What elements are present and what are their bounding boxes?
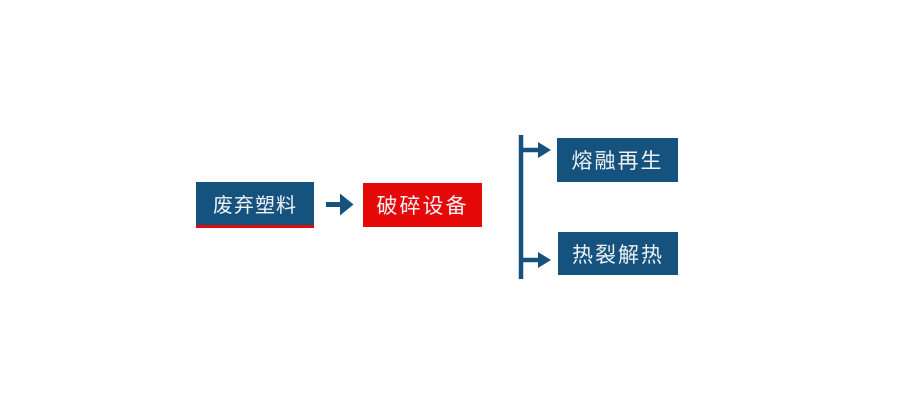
node-melt-regeneration-label: 熔融再生 (571, 150, 664, 173)
node-waste-plastic: 废弃塑料 (196, 182, 314, 228)
branch-arrow-top-icon (521, 142, 551, 158)
node-crushing-equipment-label: 破碎设备 (376, 195, 469, 218)
node-crushing-equipment: 破碎设备 (363, 183, 482, 227)
branch-arrow-bottom-icon (521, 252, 551, 268)
node-waste-plastic-label: 废弃塑料 (213, 195, 297, 217)
node-melt-regeneration: 熔融再生 (557, 138, 678, 182)
node-thermal-pyrolysis: 热裂解热 (558, 232, 678, 275)
right-arrow-icon (326, 193, 354, 216)
node-thermal-pyrolysis-label: 热裂解热 (572, 243, 664, 267)
